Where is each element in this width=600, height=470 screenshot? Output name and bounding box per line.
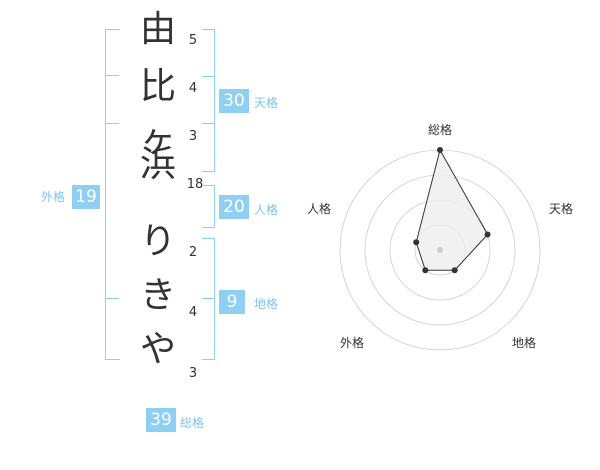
name-char-1: 由 (139, 9, 176, 50)
chikaku-label: 地格 (254, 297, 279, 311)
gaikaku-value-box: 19 (72, 185, 100, 209)
radar-point-1 (437, 147, 443, 153)
radar-center-point (437, 247, 443, 253)
stroke-count-2: 4 (188, 81, 198, 96)
radar-point-3 (451, 267, 458, 274)
radar-axis-label-chikaku: 地格 (511, 336, 536, 350)
tenkaku-value-box: 30 (219, 89, 249, 113)
name-char-4: 浜 (139, 144, 176, 185)
soukaku-label: 総格 (180, 416, 205, 430)
tenkaku-label: 天格 (254, 96, 279, 110)
name-char-5: り (139, 221, 176, 262)
radar-axis-label-tenkaku: 天格 (548, 202, 573, 216)
gaikaku-label: 外格 (41, 190, 66, 204)
stroke-count-7: 3 (188, 366, 198, 381)
stroke-count-1: 5 (188, 33, 198, 48)
radar-axis-label-gaikaku: 外格 (339, 336, 364, 350)
radar-axis-label-jinkaku: 人格 (306, 202, 331, 216)
gaikaku-bracket (105, 29, 120, 360)
tenkaku-bracket-tick (202, 123, 214, 124)
jinkaku-label: 人格 (254, 203, 279, 217)
stroke-count-4: 18 (186, 177, 204, 192)
stroke-count-6: 4 (188, 305, 198, 320)
gaikaku-bracket-tick (105, 75, 119, 76)
chikaku-bracket-tick (202, 298, 214, 299)
name-char-7: や (139, 329, 176, 370)
radar-point-2 (484, 231, 491, 238)
radar-value-polygon (415, 148, 489, 271)
radar-point-5 (413, 239, 420, 246)
gaikaku-bracket-tick (105, 298, 119, 299)
name-char-6: き (139, 275, 176, 316)
stroke-count-5: 2 (188, 245, 198, 260)
gaikaku-bracket-tick (105, 123, 119, 124)
radar-axis-label-soukaku: 総格 (427, 123, 452, 137)
name-char-3: ヶ (139, 119, 176, 160)
tenkaku-bracket (202, 29, 215, 172)
chikaku-bracket (202, 238, 215, 360)
tenkaku-bracket-tick (202, 76, 214, 77)
jinkaku-bracket (202, 185, 215, 228)
radar-point-4 (422, 267, 429, 274)
chikaku-value-box: 9 (219, 290, 245, 314)
soukaku-value-box: 39 (146, 408, 176, 432)
name-char-2: 比 (139, 66, 176, 107)
jinkaku-value-box: 20 (219, 195, 249, 219)
stroke-count-3: 3 (188, 129, 198, 144)
